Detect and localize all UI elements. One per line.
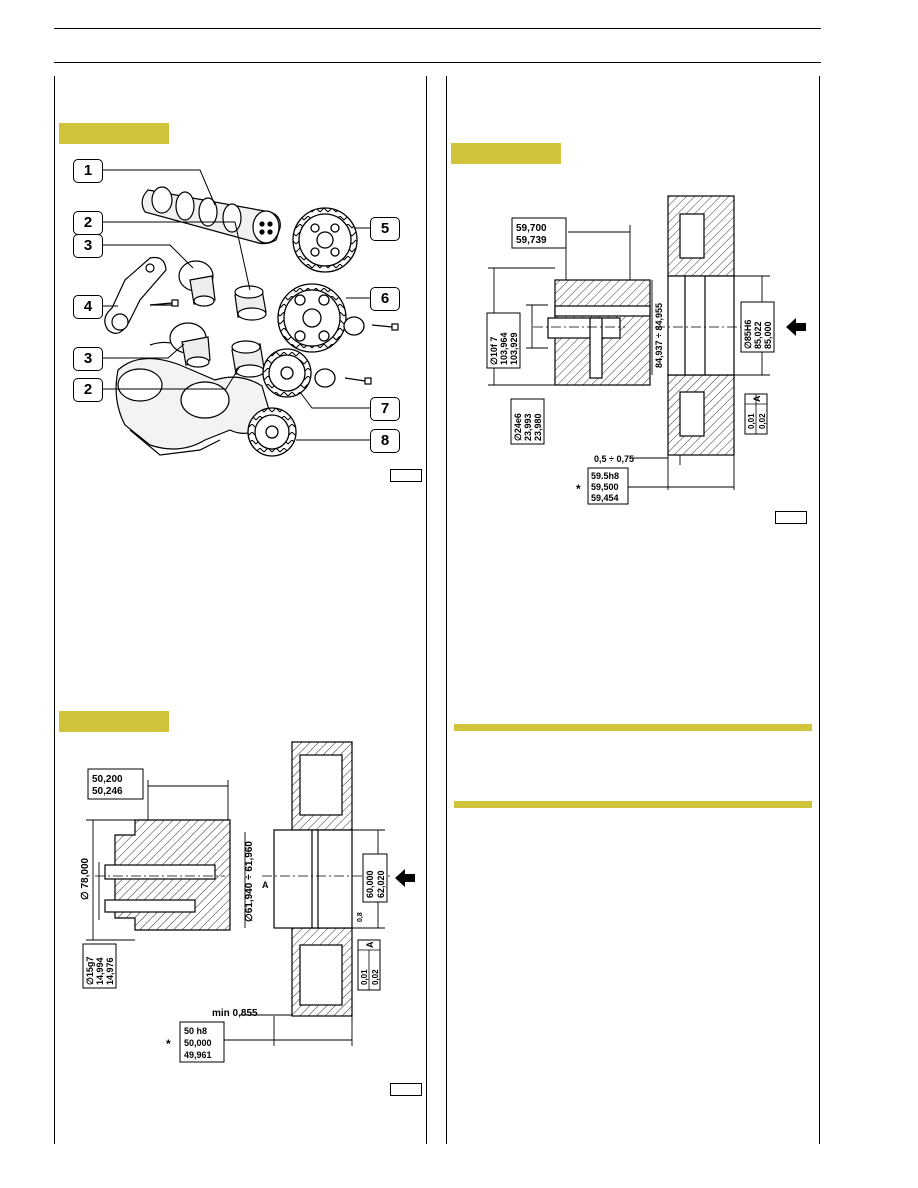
callout-1: 1 <box>73 159 103 183</box>
dimension-box-gear-bore-lower: 60,000 62,020 <box>362 853 388 903</box>
figure-number-box-2 <box>775 511 807 524</box>
svg-text:0,02: 0,02 <box>758 413 767 429</box>
dimension-box-pin-lower: ∅15g7 14,994 14,976 <box>82 943 117 989</box>
tolerance-frame-lower: 0,01 0,02 A <box>357 939 381 991</box>
gear-section-lower <box>262 741 390 1017</box>
dimension-box-length: 59,700 59,739 <box>511 217 567 249</box>
bushing-upper <box>234 285 267 321</box>
callout-7: 7 <box>370 397 400 421</box>
gear-section <box>655 195 770 456</box>
svg-text:50 h8: 50 h8 <box>184 1026 207 1036</box>
right-margin-line <box>819 76 820 1144</box>
svg-text:∅85H6: ∅85H6 <box>743 320 753 349</box>
dimension-clearance-label: 0,5 ÷ 0,75 <box>594 454 634 464</box>
callout-4: 4 <box>73 295 103 319</box>
hub-section-lower <box>95 819 231 931</box>
hub-section <box>533 279 651 386</box>
svg-text:50,000: 50,000 <box>184 1038 212 1048</box>
dimension-box-hub-diameter: ∅10f 7 103,964 103,929 <box>486 312 521 369</box>
critical-star: * <box>576 482 581 496</box>
load-arrow-icon <box>786 318 806 336</box>
callout-8: 8 <box>370 429 400 453</box>
dimension-box-pin: ∅24e6 23,993 23,980 <box>510 398 545 445</box>
section-bar-1 <box>59 123 169 144</box>
section-divider-bar-2 <box>454 801 812 808</box>
callout-3-lower: 3 <box>73 347 103 371</box>
leader-lines <box>102 169 370 441</box>
lever-plate <box>104 256 175 334</box>
svg-text:23,980: 23,980 <box>533 413 543 441</box>
tolerance-frame: 0,01 0,02 A <box>744 393 768 435</box>
gear-8 <box>247 407 297 457</box>
svg-text:14,976: 14,976 <box>105 957 115 985</box>
top-rule <box>54 28 821 29</box>
gear-6 <box>277 283 365 353</box>
critical-star-lower: * <box>166 1037 171 1051</box>
left-margin-line <box>54 76 55 1144</box>
dimension-hub-diameter-lower: ∅ 78,000 <box>80 857 91 900</box>
dimension-box-width-lower: 50 h8 50,000 49,961 <box>179 1021 225 1063</box>
camshaft <box>141 186 281 245</box>
callout-5: 5 <box>370 217 400 241</box>
figure-number-box-3 <box>390 1083 422 1096</box>
svg-text:23,993: 23,993 <box>523 413 533 441</box>
svg-text:59.5h8: 59.5h8 <box>591 471 619 481</box>
svg-text:59,500: 59,500 <box>591 482 619 492</box>
dimension-box-length-lower: 50,200 50,246 <box>87 768 144 800</box>
gear-7 <box>262 348 336 398</box>
dimension-box-width: 59.5h8 59,500 59,454 <box>587 467 629 505</box>
flanged-hub-lower <box>169 322 211 368</box>
svg-text:59,454: 59,454 <box>591 493 619 503</box>
crankshaft <box>115 341 273 456</box>
callout-2-lower: 2 <box>73 378 103 402</box>
flanged-hub-upper <box>178 260 216 307</box>
header-rule <box>54 62 821 63</box>
section-divider-bar-1 <box>454 724 812 731</box>
section-bar-3 <box>59 711 169 732</box>
svg-text:103,929: 103,929 <box>509 332 519 365</box>
svg-text:∅10f 7: ∅10f 7 <box>489 337 499 365</box>
svg-text:∅24e6: ∅24e6 <box>513 413 523 441</box>
column-divider-left <box>426 76 427 1144</box>
dimension-bore-label: 84,937 ÷ 84,955 <box>654 303 664 368</box>
svg-text:59,739: 59,739 <box>516 235 547 246</box>
svg-text:A: A <box>365 941 375 948</box>
svg-text:60,000: 60,000 <box>365 870 375 898</box>
gear-5 <box>292 207 358 273</box>
svg-text:50,246: 50,246 <box>92 786 123 797</box>
svg-text:∅15g7: ∅15g7 <box>85 957 95 985</box>
svg-text:103,964: 103,964 <box>499 332 509 365</box>
svg-text:0,01: 0,01 <box>747 413 756 429</box>
dimension-box-gear-bore: ∅85H6 85,022 85,000 <box>740 301 775 353</box>
svg-text:62,020: 62,020 <box>376 870 386 898</box>
svg-text:14,994: 14,994 <box>95 957 105 985</box>
callout-3: 3 <box>73 234 103 258</box>
column-divider-right <box>446 76 447 1144</box>
svg-text:50,200: 50,200 <box>92 774 123 785</box>
svg-text:0,01: 0,01 <box>360 969 369 985</box>
datum-label-lower: A <box>262 880 269 890</box>
dimension-min-label: min 0,855 <box>212 1008 258 1019</box>
svg-text:59,700: 59,700 <box>516 223 547 234</box>
dimension-bore-lower: ∅61,940 ÷ 61,960 <box>244 841 255 922</box>
roughness-label: 0,8 <box>357 912 364 922</box>
svg-text:A: A <box>752 395 762 402</box>
dimension-lines-lower <box>86 780 385 1046</box>
callout-6: 6 <box>370 287 400 311</box>
svg-text:0,02: 0,02 <box>371 969 380 985</box>
bolts <box>149 299 399 385</box>
svg-text:49,961: 49,961 <box>184 1050 212 1060</box>
figure-number-box-1 <box>390 469 422 482</box>
svg-text:85,022: 85,022 <box>753 321 763 349</box>
dimension-lines <box>488 225 770 490</box>
load-arrow-icon-lower <box>395 869 415 887</box>
svg-text:85,000: 85,000 <box>763 321 773 349</box>
section-bar-2 <box>451 143 561 164</box>
